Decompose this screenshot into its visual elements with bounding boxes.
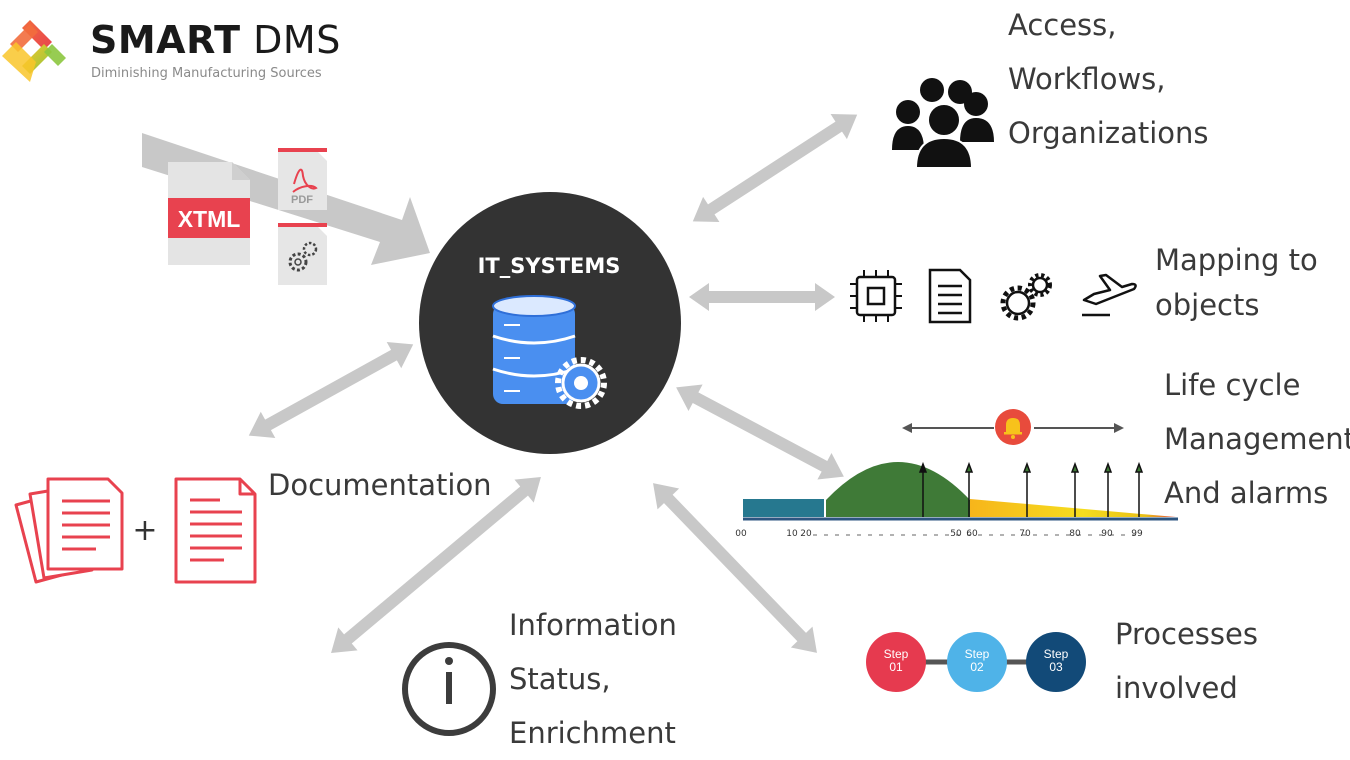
- gears-icon: [1000, 273, 1052, 321]
- lifecycle-tick-label: 60: [966, 529, 978, 539]
- lifecycle-tick-label: 90: [1101, 529, 1113, 539]
- lifecycle-tick-label: 50: [950, 529, 962, 539]
- process-step-circle: [866, 632, 926, 692]
- process-step-label: 02: [970, 660, 984, 674]
- arrow-access: [692, 114, 858, 222]
- arrow-processes: [653, 483, 817, 653]
- brand-subtitle: Diminishing Manufacturing Sources: [91, 66, 322, 81]
- lifecycle-tick-label: 70: [1019, 529, 1031, 539]
- access-label: Access,Workflows,Organizations: [1008, 8, 1209, 150]
- lifecycle-phase-decline: [970, 499, 1176, 517]
- lifecycle-tick-label: 99: [1131, 529, 1143, 539]
- info-icon: [402, 642, 496, 736]
- documentation-label: Documentation: [268, 468, 492, 502]
- database-icon: [492, 295, 607, 409]
- process-step-circle: [1026, 632, 1086, 692]
- process-step-label: 01: [889, 660, 903, 674]
- documents-stack-icon: [14, 477, 124, 584]
- lifecycle-tick-label: 00: [735, 529, 747, 539]
- xtml-label: XTML: [178, 206, 241, 232]
- airplane-icon: [1082, 273, 1137, 317]
- lifecycle-tick-label: 20: [800, 529, 812, 539]
- pdf-document-icon: [278, 148, 327, 210]
- brand-name: SMART DMS: [90, 18, 341, 62]
- connector-arrows: [248, 114, 858, 654]
- alarm-bell-icon: [995, 409, 1031, 445]
- arrow-mapping: [689, 283, 835, 311]
- lifecycle-tick-label: 80: [1069, 529, 1081, 539]
- chip-icon: [850, 270, 902, 322]
- people-group-icon: [892, 78, 994, 169]
- arrow-documentation: [248, 341, 414, 439]
- xtml-document-icon: [168, 162, 250, 265]
- process-step-label: Step: [1044, 647, 1069, 661]
- document-list-icon: [928, 268, 972, 324]
- process-step-label: 03: [1049, 660, 1063, 674]
- lifecycle-phase-growth: [826, 462, 970, 517]
- arrow-lifecycle: [676, 384, 844, 480]
- pdf-label: PDF: [291, 194, 313, 206]
- lifecycle-phase-intro: [743, 499, 824, 517]
- lifecycle-tick-label: 10: [786, 529, 798, 539]
- process-step-label: Step: [884, 647, 909, 661]
- config-document-icon: [278, 223, 327, 285]
- document-icon: [174, 477, 257, 584]
- hub-title: IT_SYSTEMS: [478, 254, 621, 278]
- process-step-circle: [947, 632, 1007, 692]
- brand-logo-icon: [2, 20, 66, 82]
- plus-sign: +: [132, 513, 157, 548]
- process-step-label: Step: [965, 647, 990, 661]
- arrow-information: [331, 476, 541, 654]
